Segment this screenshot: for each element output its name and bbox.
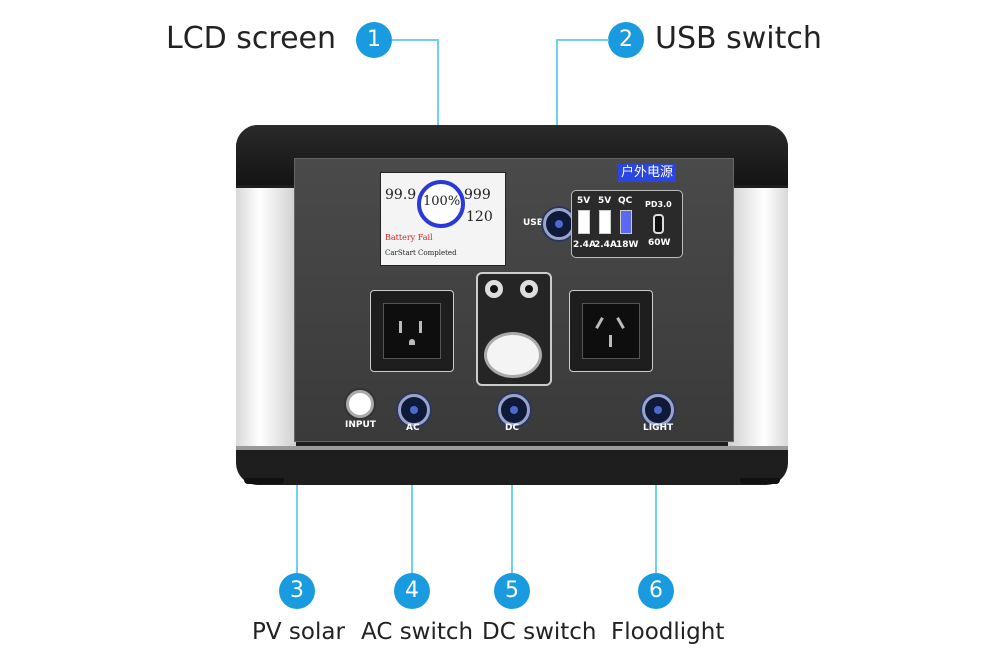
callout-label-ac-switch: AC switch	[361, 619, 474, 645]
callout-label-dc-switch: DC switch	[482, 619, 597, 645]
lcd-status-red: Battery Fail	[385, 233, 433, 242]
callout-badge-3: 3	[279, 573, 315, 609]
usb-button-label: USB	[523, 218, 544, 228]
ac-outlet-right-socket	[582, 303, 640, 359]
light-label: LIGHT	[643, 423, 674, 433]
ac-label: AC	[406, 423, 420, 433]
usb-port-2-bottom: 2.4A	[594, 240, 617, 250]
ac-pin-left-1	[399, 321, 402, 333]
usb-port-1-top: 5V	[577, 196, 591, 206]
dc-label: DC	[505, 423, 520, 433]
pd-port-top: PD3.0	[645, 200, 672, 209]
leader-line-3-v	[296, 402, 298, 574]
leader-line-2-h	[557, 39, 609, 41]
lcd-input-value: 120	[466, 209, 493, 225]
input-label: INPUT	[345, 420, 376, 430]
callout-badge-1: 1	[356, 22, 392, 58]
foot-left	[244, 478, 284, 484]
callout-badge-2: 2	[608, 22, 644, 58]
ac-outlet-left-socket	[383, 303, 441, 359]
usb-port-2-top: 5V	[598, 196, 612, 206]
ac-switch-button[interactable]	[398, 394, 430, 426]
ac-pin-left-ground	[409, 339, 415, 345]
lcd-left-value: 99.9	[385, 187, 417, 203]
usb-port-2[interactable]	[599, 210, 611, 234]
bottom-trim	[236, 446, 788, 450]
callout-label-lcd-screen: LCD screen	[166, 21, 337, 56]
side-panel-right	[728, 188, 788, 446]
usb-port-1[interactable]	[578, 210, 590, 234]
pv-input-port[interactable]	[346, 390, 374, 418]
usb-c-port[interactable]	[653, 214, 664, 234]
lcd-output-value: 999	[464, 187, 491, 203]
ac-pin-right-ground	[609, 335, 612, 347]
side-panel-left	[236, 188, 296, 446]
callout-label-floodlight: Floodlight	[611, 619, 725, 645]
callout-badge-4: 4	[394, 573, 430, 609]
callout-label-pv-solar: PV solar	[252, 619, 345, 645]
lcd-status: CarStart Completed	[385, 249, 457, 257]
light-switch-button[interactable]	[642, 394, 674, 426]
ac-outlet-right[interactable]	[569, 290, 653, 372]
leader-line-2-v	[556, 39, 558, 207]
usb-port-1-bottom: 2.4A	[573, 240, 596, 250]
leader-line-6	[655, 420, 657, 574]
chinese-title: 户外电源	[618, 164, 677, 182]
leader-line-4	[411, 420, 413, 574]
dc-switch-button[interactable]	[498, 394, 530, 426]
pd-port-bottom: 60W	[648, 238, 671, 248]
usb-port-3[interactable]	[620, 210, 632, 234]
callout-badge-6: 6	[638, 573, 674, 609]
ac-pin-left-2	[419, 321, 422, 333]
lcd-battery-ring	[417, 180, 465, 228]
ac-outlet-left[interactable]	[370, 290, 454, 372]
usb-port-3-top: QC	[618, 196, 633, 206]
leader-line-1-h	[392, 39, 438, 41]
usb-port-3-bottom: 18W	[616, 240, 639, 250]
dc-port-2[interactable]	[520, 280, 538, 298]
leader-line-1-v	[437, 39, 439, 185]
lcd-ring-value: 100%	[423, 194, 461, 209]
callout-badge-5: 5	[494, 573, 530, 609]
car-socket[interactable]	[484, 332, 542, 378]
callout-label-usb-switch: USB switch	[655, 21, 822, 56]
leader-line-5	[511, 420, 513, 574]
foot-right	[740, 478, 780, 484]
dc-port-1[interactable]	[485, 280, 503, 298]
